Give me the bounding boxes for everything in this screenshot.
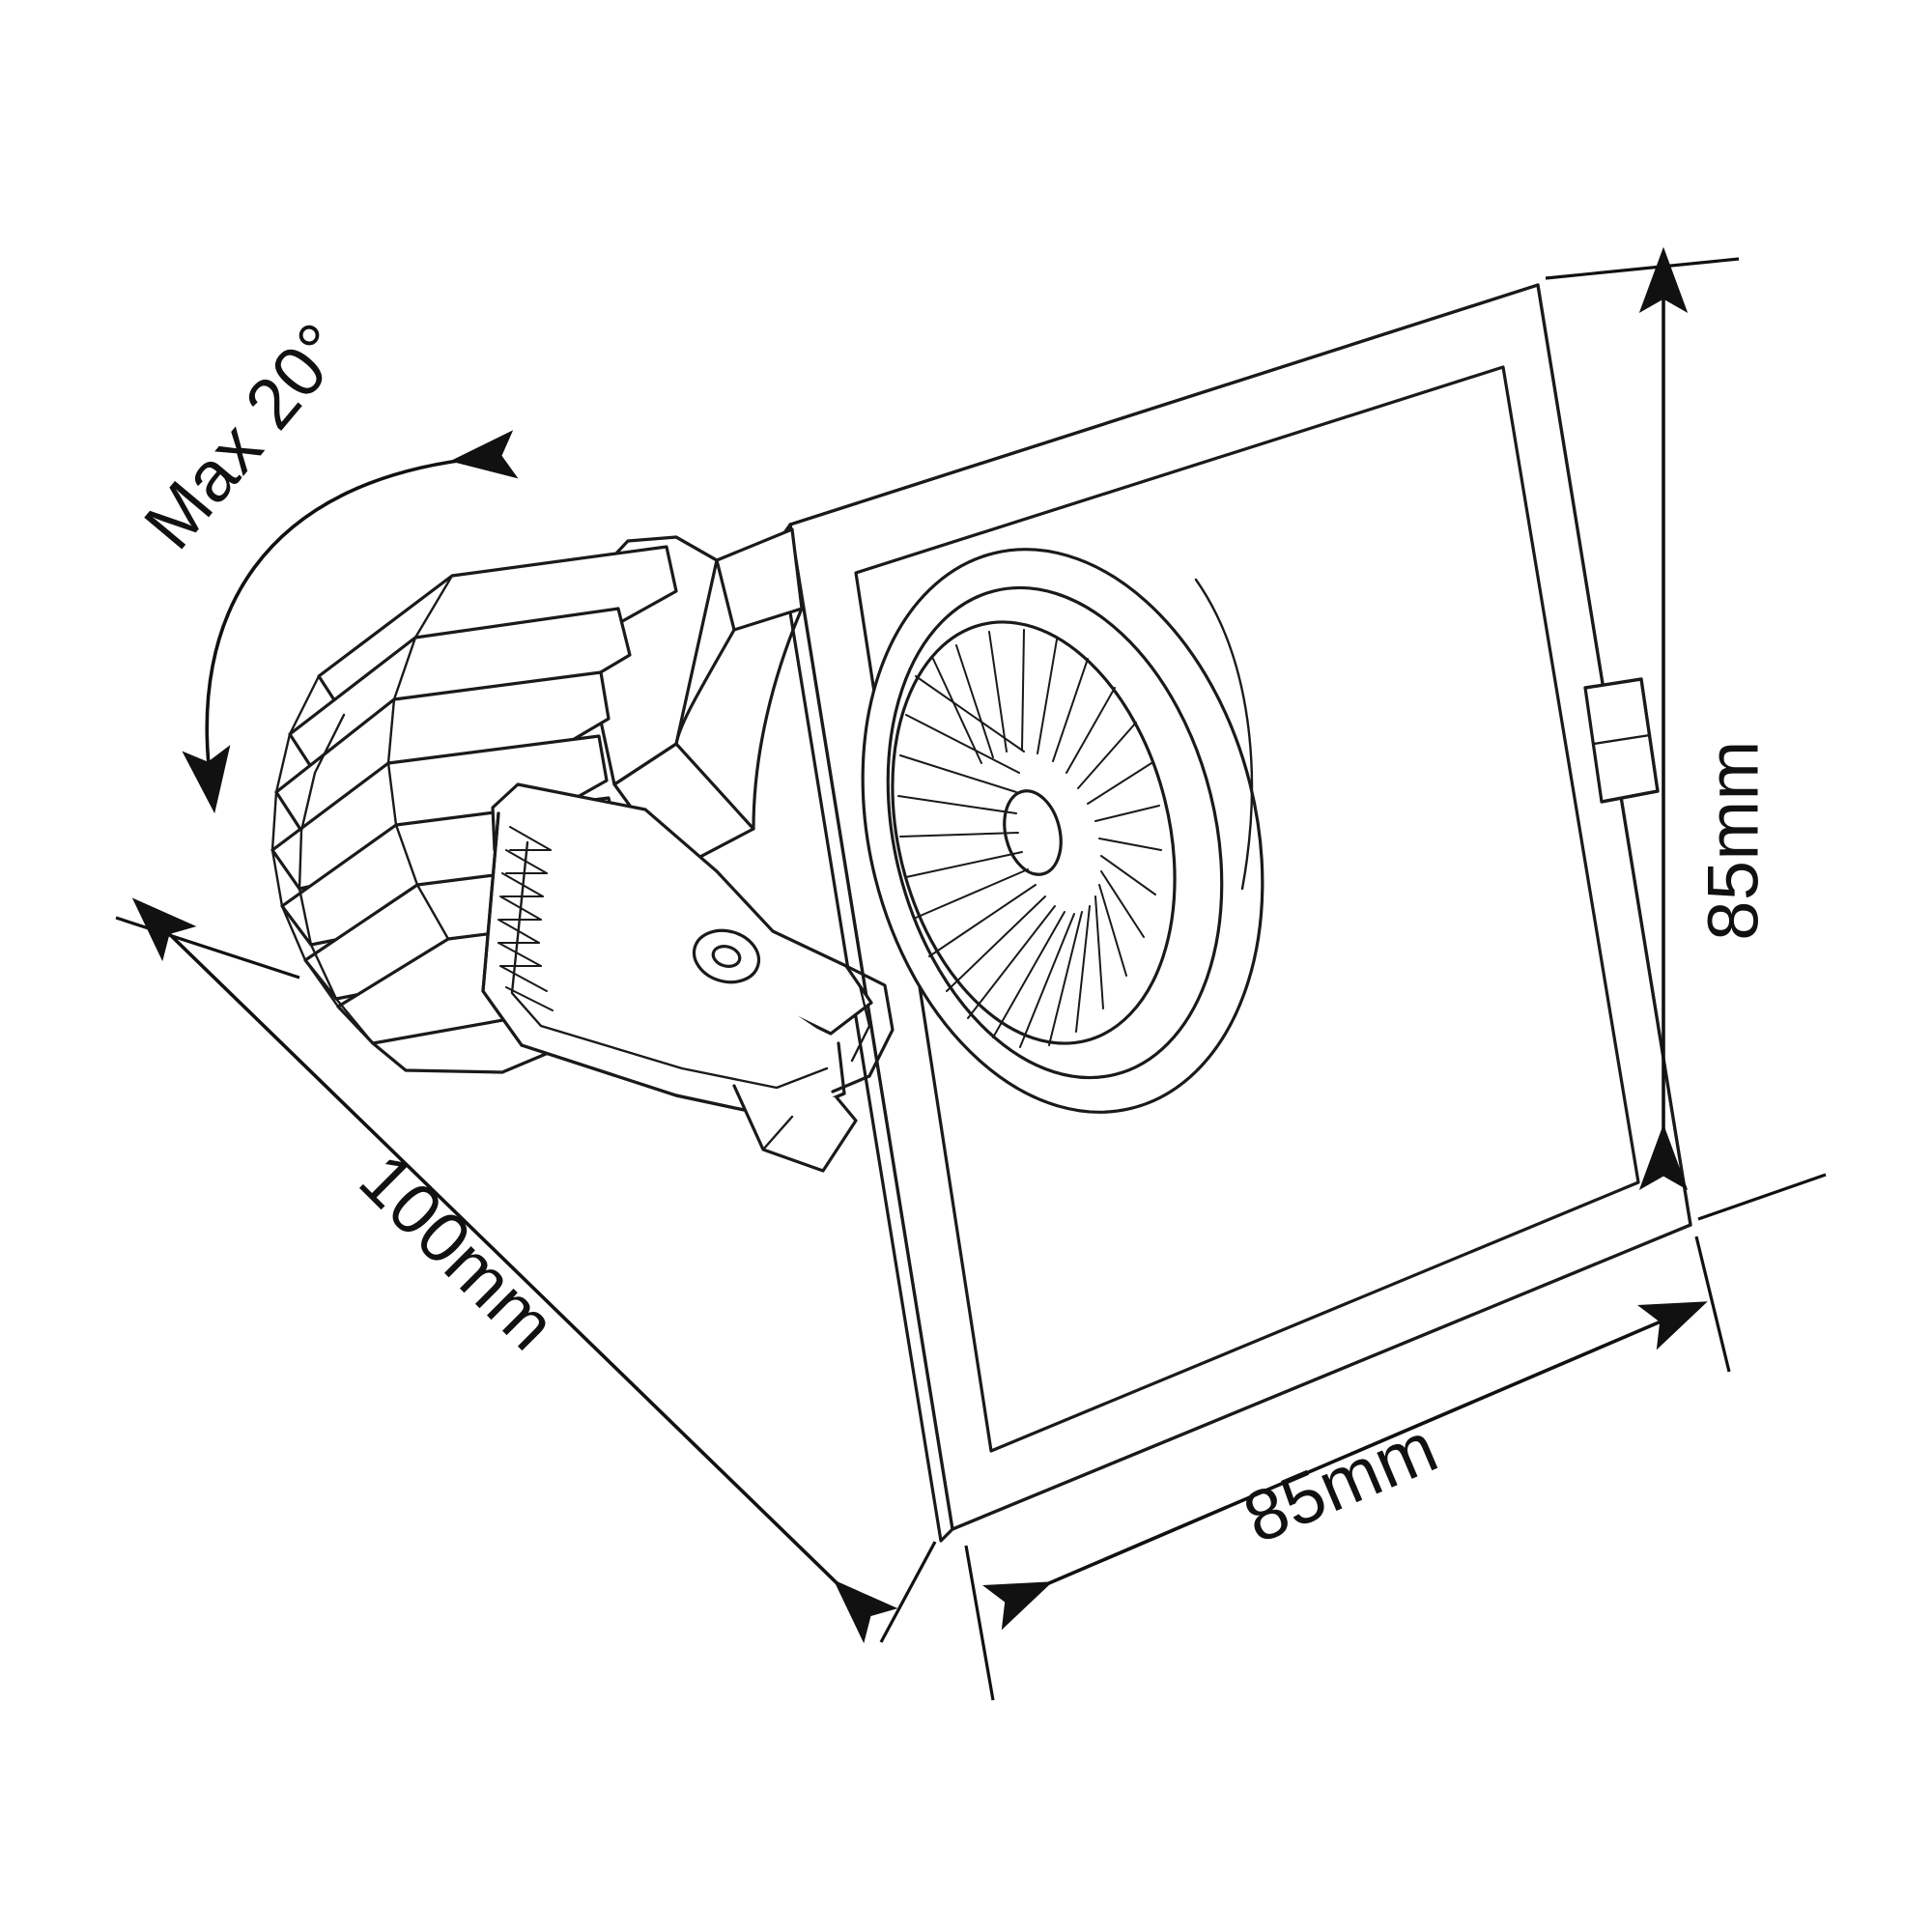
rear-body-stub (732, 1084, 858, 1173)
gimbal-yoke (612, 527, 804, 871)
height-dimension: 85mm (1545, 246, 1827, 1221)
reflector-flutes (897, 629, 1162, 1048)
height-dimension-label: 85mm (1693, 740, 1774, 941)
inner-bezel-opening (854, 365, 1640, 1453)
reflector-cone (891, 620, 1177, 1048)
depth-dimension-label: 100mm (345, 1138, 572, 1365)
width-dimension-label: 85mm (1233, 1406, 1449, 1559)
max-tilt-angle-label: Max 20° (128, 308, 361, 564)
